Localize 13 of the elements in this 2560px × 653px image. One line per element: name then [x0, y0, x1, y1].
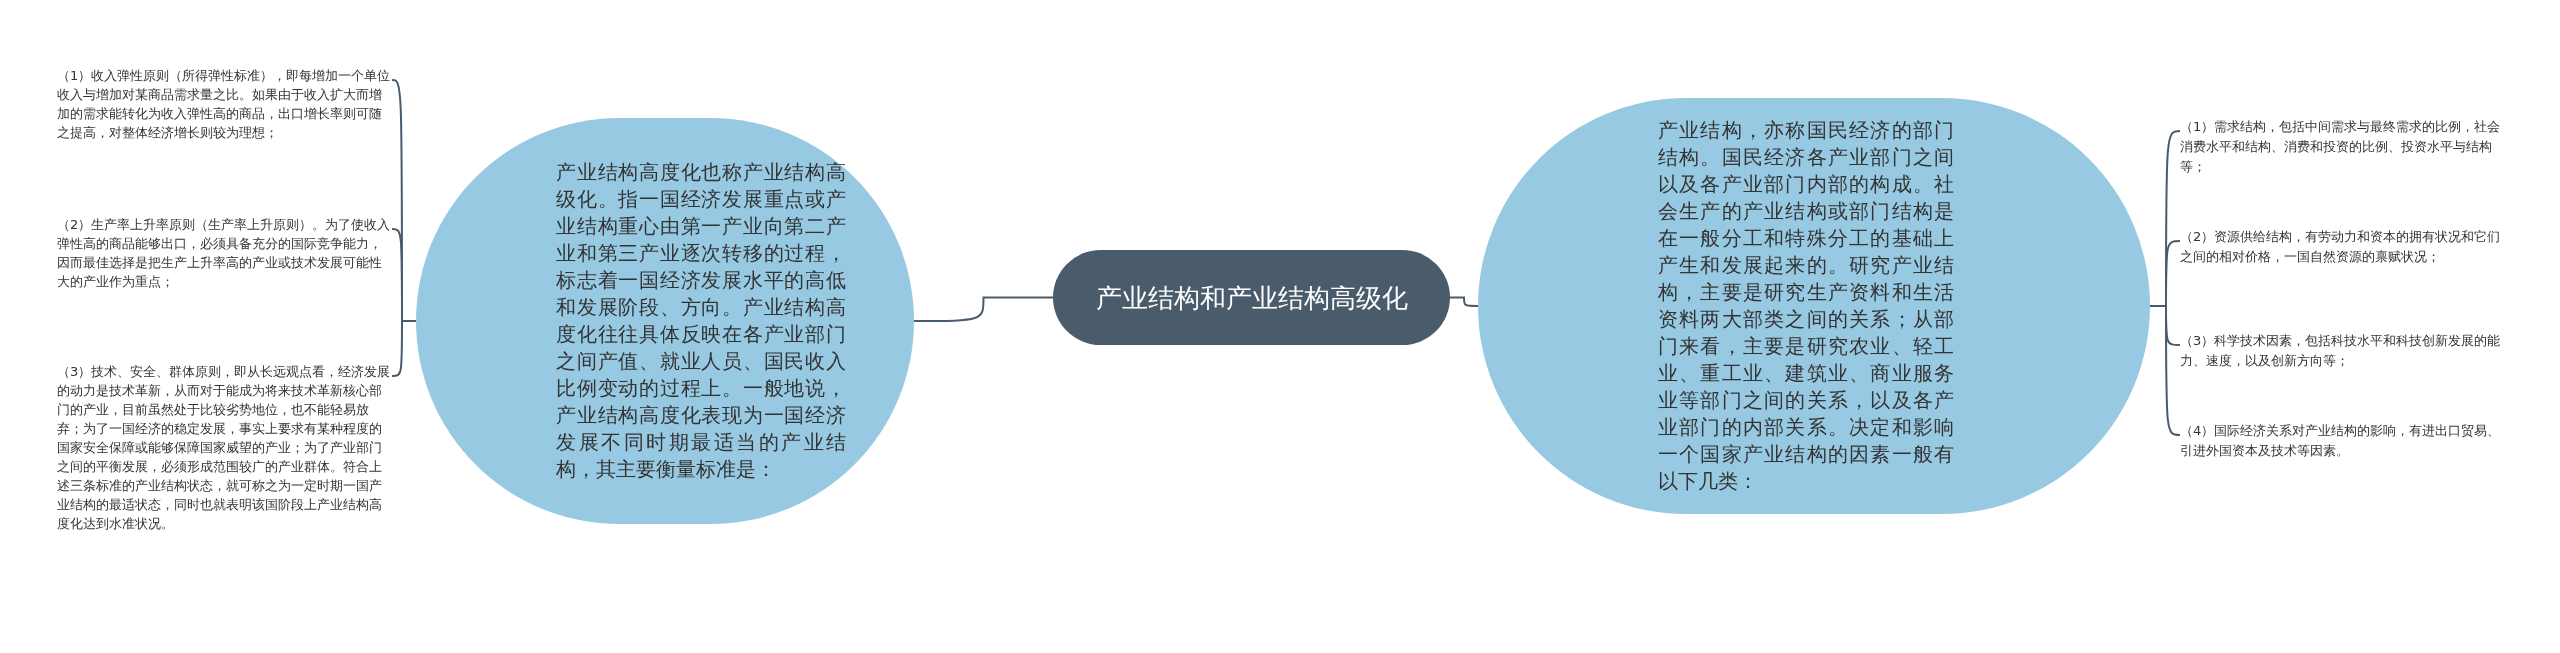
leaf-text: （3）技术、安全、群体原则，即从长远观点看，经济发展的动力是技术革新，从而对于能成为将来技术革新核心部门的产业，目前虽然处于比较劣势地位，也不能轻易放弃；为了一国经济的稳定发展，事实上要求有某种程度的国家安全保障或能够保障国家威望的产业；为了产业部门之间的平衡发展，必须形成范围较广的产业群体。符合上述三条标准的产业结构状态，就可称之为一定时期一国产业结构的最适状态，同时也就表明该国阶段上产业结构高度化达到水准状况。 — [57, 363, 392, 533]
leaf-text: （1）需求结构，包括中间需求与最终需求的比例，社会消费水平和结构、消费和投资的比例、投资水平与结构等； — [2180, 118, 2502, 176]
leaf-text: （2）资源供给结构，有劳动力和资本的拥有状况和它们之间的相对价格，一国自然资源的禀赋状况； — [2180, 228, 2502, 266]
leaf-text: （3）科学技术因素，包括科技水平和科技创新发展的能力、速度，以及创新方向等； — [2180, 332, 2502, 370]
connector-line — [1449, 296, 1479, 307]
node-text: 产业结构，亦称国民经济的部门结构。国民经济各产业部门之间以及各产业部门内部的构成。社会生产的产业结构或部门结构是在一般分工和特殊分工的基础上产生和发展起来的。研究产业结构，主要是研究生产资料和生活资料两大部类之间的关系；从部门来看，主要是研究农业、轻工业、重工业、建筑业、商业服务业等部门之间的关系，以及各产业部门的内部关系。决定和影响一个国家产业结构的因素一般有以下几类： — [1658, 117, 1954, 495]
connector-line — [2149, 305, 2181, 436]
leaf-text: （1）收入弹性原则（所得弹性标准），即每增加一个单位收入与增加对某商品需求量之比。如果由于收入扩大而增加的需求能转化为收入弹性高的商品，出口增长率则可随之提高，对整体经济增长则较为理想； — [57, 67, 392, 142]
leaf-text: （4）国际经济关系对产业结构的影响，有进出口贸易、引进外国资本及技术等因素。 — [2180, 422, 2502, 460]
node-text: 产业结构和产业结构高级化 — [1095, 281, 1408, 315]
connector-line — [913, 296, 1054, 322]
leaf-text: （2）生产率上升率原则（生产率上升原则）。为了使收入弹性高的商品能够出口，必须具备充分的国际竞争能力，因而最佳选择是把生产上升率高的产业或技术发展可能性大的产业作为重点； — [57, 216, 392, 291]
node-text: 产业结构高度化也称产业结构高级化。指一国经济发展重点或产业结构重心由第一产业向第二产业和第三产业逐次转移的过程，标志着一国经济发展水平的高低和发展阶段、方向。产业结构高度化往往具体反映在各产业部门之间产值、就业人员、国民收入比例变动的过程上。一般地说，产业结构高度化表现为一国经济发展不同时期最适当的产业结构，其主要衡量标准是： — [556, 159, 846, 483]
